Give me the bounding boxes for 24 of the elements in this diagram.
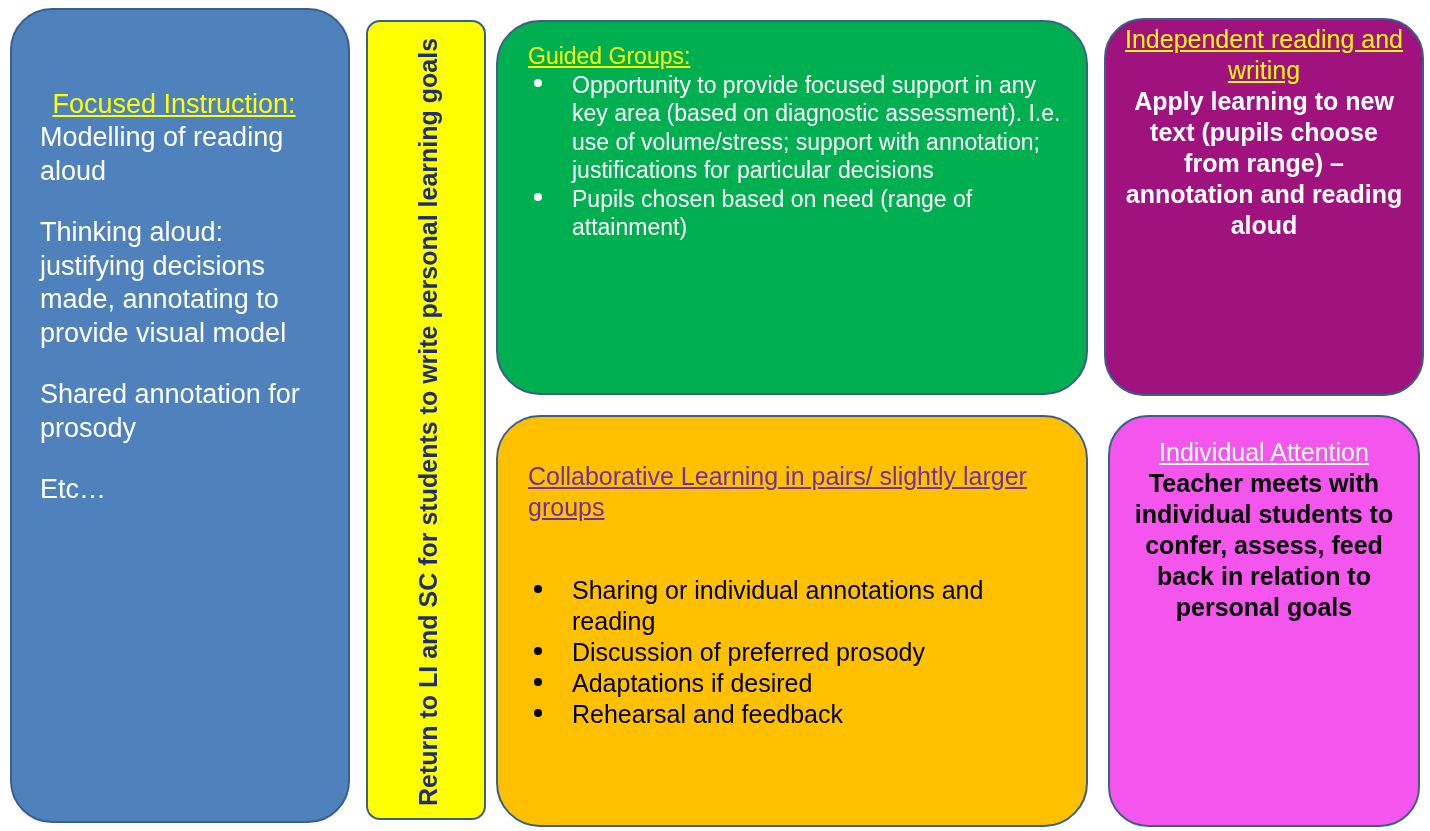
panel-heading: Focused Instruction: <box>51 88 297 121</box>
panel-text: Modelling of reading aloud <box>40 121 285 188</box>
panel-text: Apply learning to new text (pupils choose from range) – annotation and reading aloud <box>1124 86 1404 241</box>
bullet-text: Sharing or individual annotations and reading <box>572 576 984 635</box>
panel-text: Etc… <box>40 473 107 507</box>
collaborative-panel <box>496 415 1088 827</box>
panel-text: Teacher meets with individual students to confer, assess, feed back in relation to personal goals <box>1133 468 1395 623</box>
independent-panel <box>1104 18 1424 396</box>
individual-attention-panel <box>1108 415 1420 827</box>
bullet-text: Discussion of preferred prosody <box>572 638 925 666</box>
panel-heading: Individual Attention <box>1158 437 1370 468</box>
instruction-panel <box>10 8 350 823</box>
panel-heading: Independent reading and writing <box>1124 24 1404 86</box>
panel-text: Thinking aloud: justifying decisions made, annotating to provide visual model <box>40 216 288 350</box>
bullet-text: Pupils chosen based on need (range of attainment) <box>572 185 973 241</box>
panel-text: Shared annotation for prosody <box>40 378 301 445</box>
panel-heading: Guided Groups: <box>528 42 692 71</box>
guided-groups-panel <box>496 20 1088 395</box>
vertical-note: Return to LI and SC for students to write personal learning goals <box>412 36 443 809</box>
bullet-text: Opportunity to provide focused support in any key area (based on diagnostic assessment). I.e. use of volume/stress; support with annotation; justifications for particular decisions <box>572 71 1061 184</box>
panel-heading: Collaborative Learning in pairs/ slightly larger groups <box>528 461 1028 523</box>
goal-bar <box>366 20 486 820</box>
bullet-text: Rehearsal and feedback <box>572 700 844 728</box>
bullet-text: Adaptations if desired <box>572 669 813 697</box>
